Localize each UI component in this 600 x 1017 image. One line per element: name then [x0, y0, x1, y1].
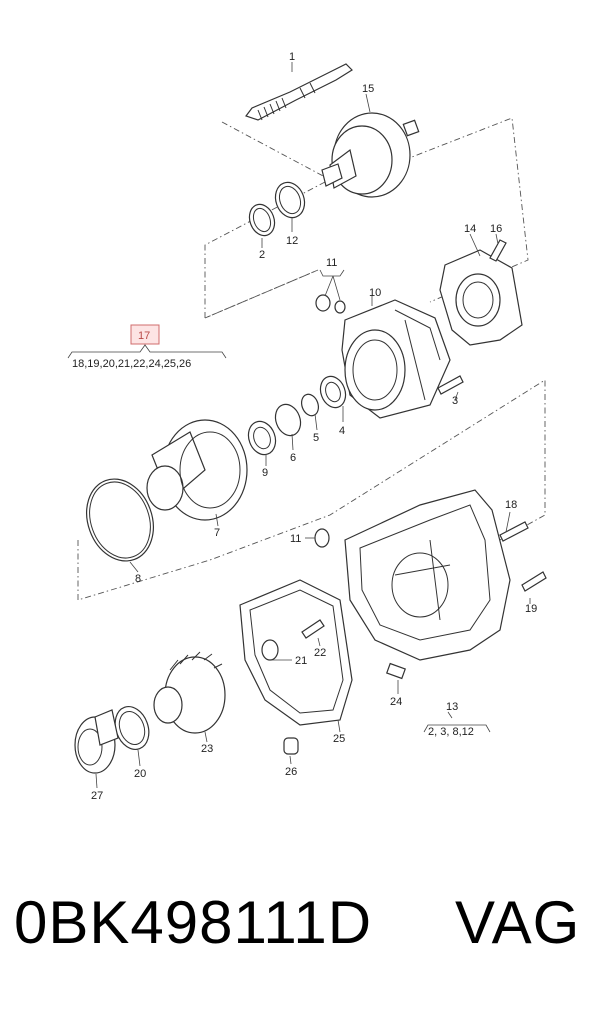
brand-name: VAG [455, 889, 581, 956]
callout-25: 25 [333, 733, 345, 745]
part-14-cover-bracket[interactable] [439, 249, 523, 346]
callout-23: 23 [201, 743, 213, 755]
part-8-o-ring[interactable] [76, 470, 165, 571]
callout-27: 27 [91, 790, 103, 802]
part-11-plug[interactable] [315, 294, 346, 314]
callout-15: 15 [362, 83, 374, 95]
part-4-bearing[interactable] [316, 373, 349, 411]
part-23-pinion-gear[interactable] [153, 651, 226, 734]
callout-13-parts-list: 2, 3, 8,12 [428, 726, 474, 738]
callout-17[interactable]: 17 [138, 330, 150, 342]
callout-10: 10 [369, 287, 381, 299]
part-10-housing[interactable] [341, 299, 451, 419]
callout-20: 20 [134, 768, 146, 780]
callout-11-lower: 11 [290, 533, 301, 545]
part-5-circlip[interactable] [299, 392, 322, 418]
part-9-bearing[interactable] [244, 418, 280, 459]
callout-8: 8 [135, 573, 141, 585]
callout-1: 1 [289, 51, 295, 63]
callout-26: 26 [285, 766, 297, 778]
part-21-washer[interactable] [261, 639, 279, 661]
part-27-roller-bearing[interactable] [74, 709, 119, 774]
part-19-bolt[interactable] [521, 571, 547, 592]
callout-19: 19 [525, 603, 537, 615]
part-16-bolt[interactable] [489, 239, 507, 262]
callout-12: 12 [286, 235, 298, 247]
exploded-parts-diagram: 1 15 2 12 14 16 11 10 17 18,19,20,21,22,… [67, 51, 547, 802]
callout-17-parts-list: 18,19,20,21,22,24,25,26 [72, 358, 191, 370]
callout-14: 14 [464, 223, 476, 235]
part-11-plug-lower[interactable] [314, 528, 330, 548]
callout-13: 13 [446, 701, 458, 713]
part-18-bolt[interactable] [499, 521, 529, 542]
part-22-bolt[interactable] [301, 619, 325, 639]
part-12-ring[interactable] [271, 178, 310, 221]
callout-18: 18 [505, 499, 517, 511]
group-outline-middle [77, 379, 546, 601]
part-1-input-shaft[interactable] [245, 63, 353, 121]
callout-9: 9 [262, 467, 268, 479]
part-15-clutch-drum[interactable] [321, 112, 420, 198]
callout-6: 6 [290, 452, 296, 464]
part-25-cover-plate[interactable] [239, 579, 353, 726]
part-13-transfer-case[interactable] [344, 489, 511, 661]
callout-2: 2 [259, 249, 265, 261]
part-2-ring[interactable] [245, 201, 278, 239]
footer: 0BK498111D VAG [0, 888, 600, 988]
callout-3: 3 [452, 395, 458, 407]
callout-22: 22 [314, 647, 326, 659]
callout-4: 4 [339, 425, 345, 437]
part-number: 0BK498111D [14, 889, 373, 956]
part-17-bracket [67, 344, 227, 359]
part-7-differential[interactable] [146, 419, 248, 521]
callout-5: 5 [313, 432, 319, 444]
callout-11-upper: 11 [326, 257, 337, 269]
part-24-pin[interactable] [386, 662, 406, 680]
callout-24: 24 [390, 696, 402, 708]
part-17-highlight-box[interactable] [130, 324, 160, 345]
part-26-sleeve[interactable] [283, 737, 299, 755]
part-3-bolt[interactable] [437, 375, 464, 395]
callout-7: 7 [214, 527, 220, 539]
callout-16: 16 [490, 223, 502, 235]
callout-21: 21 [295, 655, 307, 667]
part-6-ring[interactable] [271, 401, 304, 439]
group-outline-middle-top [204, 269, 319, 319]
